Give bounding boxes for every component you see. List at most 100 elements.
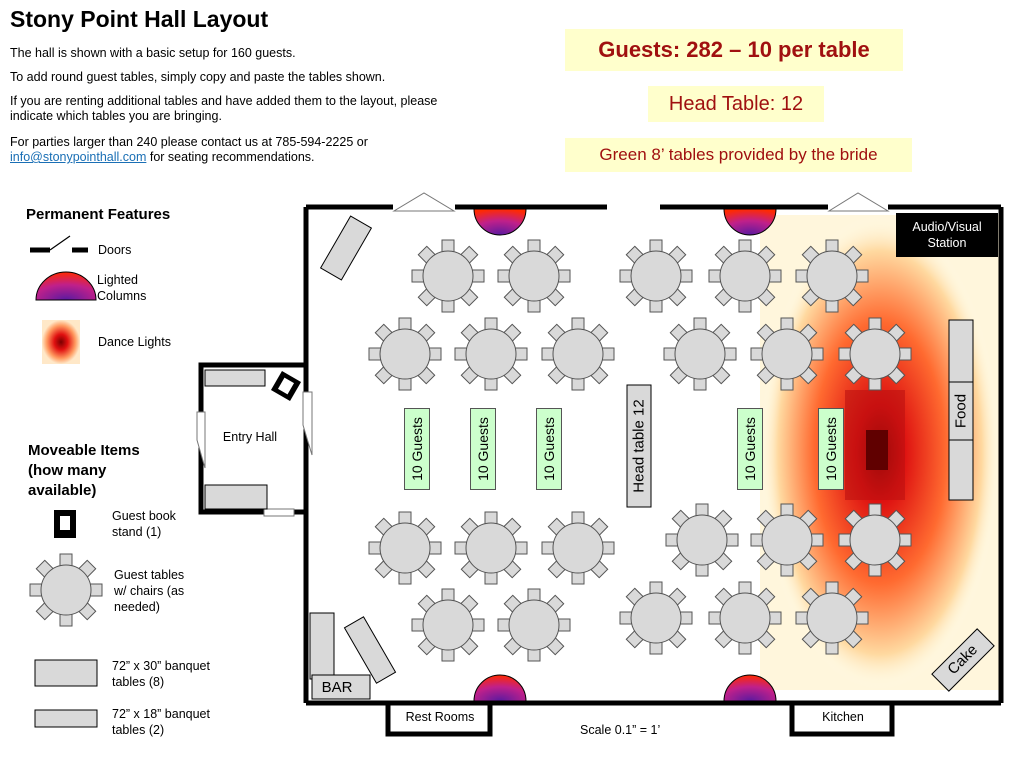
table-top bbox=[806, 592, 858, 644]
legend-banquet-30: 72” x 30” banquet tables (8) bbox=[112, 659, 210, 689]
round-table bbox=[541, 511, 615, 585]
table-top bbox=[719, 250, 771, 302]
chair bbox=[795, 611, 809, 625]
round-table bbox=[619, 239, 693, 313]
chair bbox=[868, 317, 882, 331]
green-tables-callout: Green 8’ tables provided by the bride bbox=[565, 138, 912, 172]
legend-doors: Doors bbox=[98, 243, 132, 257]
chair bbox=[825, 299, 839, 313]
av-station-box bbox=[896, 213, 998, 257]
chair bbox=[497, 269, 511, 283]
chair bbox=[868, 563, 882, 577]
legend-dance-lights: Dance Lights bbox=[98, 335, 171, 349]
table-top bbox=[719, 592, 771, 644]
legend-columns: Lighted Columns bbox=[97, 273, 147, 303]
round-table bbox=[368, 317, 442, 391]
permanent-features-heading: Permanent Features bbox=[26, 206, 171, 223]
table-top bbox=[552, 522, 604, 574]
chair bbox=[59, 613, 73, 627]
chair bbox=[693, 377, 707, 391]
chair bbox=[571, 317, 585, 331]
chair bbox=[527, 299, 541, 313]
chair bbox=[541, 541, 555, 555]
chair bbox=[780, 377, 794, 391]
lighted-columns bbox=[473, 208, 777, 702]
chair bbox=[795, 269, 809, 283]
legend-banquet-18: 72” x 18” banquet tables (2) bbox=[112, 707, 210, 737]
green-table-label: 10 Guests bbox=[475, 417, 491, 481]
chair bbox=[454, 347, 468, 361]
guest-count-callout: Guests: 282 – 10 per table bbox=[565, 29, 903, 71]
chair bbox=[514, 347, 528, 361]
scale-label: Scale 0.1” = 1’ bbox=[580, 723, 661, 737]
round-table bbox=[838, 317, 912, 391]
head-table: Head table 12 bbox=[627, 385, 651, 507]
chair bbox=[497, 618, 511, 632]
chair bbox=[571, 511, 585, 525]
intro-setup: The hall is shown with a basic setup for… bbox=[10, 46, 296, 60]
chair bbox=[679, 269, 693, 283]
chair bbox=[454, 541, 468, 555]
table-top bbox=[422, 250, 474, 302]
chair bbox=[780, 563, 794, 577]
entry-hall-label: Entry Hall bbox=[222, 430, 278, 444]
chair bbox=[514, 541, 528, 555]
chair bbox=[29, 583, 43, 597]
chair bbox=[411, 269, 425, 283]
chair bbox=[750, 347, 764, 361]
green-table-1: 10 Guests bbox=[404, 408, 430, 490]
moveable-items-heading: Moveable Items (how many available) bbox=[28, 442, 140, 499]
chair bbox=[898, 533, 912, 547]
chair bbox=[441, 648, 455, 662]
chair bbox=[484, 377, 498, 391]
chair bbox=[898, 347, 912, 361]
round-table bbox=[708, 581, 782, 655]
round-table bbox=[454, 511, 528, 585]
chair bbox=[398, 377, 412, 391]
chair bbox=[471, 269, 485, 283]
round-table bbox=[750, 317, 824, 391]
table-top bbox=[465, 328, 517, 380]
chair bbox=[557, 618, 571, 632]
green-table-label: 10 Guests bbox=[409, 417, 425, 481]
green-table-label: 10 Guests bbox=[823, 417, 839, 481]
table-top bbox=[508, 599, 560, 651]
intro-renting: If you are renting additional tables and… bbox=[10, 94, 438, 123]
chair bbox=[750, 533, 764, 547]
email-link[interactable]: info@stonypointhall.com bbox=[10, 150, 147, 164]
green-table-label: 10 Guests bbox=[742, 417, 758, 481]
chair bbox=[527, 588, 541, 602]
round-table bbox=[665, 503, 739, 577]
chair bbox=[825, 239, 839, 253]
chair bbox=[484, 571, 498, 585]
chair bbox=[571, 571, 585, 585]
rest-rooms-label: Rest Rooms bbox=[405, 710, 475, 724]
chair bbox=[649, 641, 663, 655]
green-table-4: 10 Guests bbox=[737, 408, 763, 490]
round-table bbox=[497, 239, 571, 313]
chair bbox=[679, 611, 693, 625]
av-station-label: Audio/Visual Station bbox=[912, 220, 982, 250]
page-title: Stony Point Hall Layout bbox=[10, 6, 269, 32]
chair bbox=[868, 503, 882, 517]
chair bbox=[649, 239, 663, 253]
chair bbox=[441, 588, 455, 602]
round-table bbox=[795, 581, 869, 655]
chair bbox=[855, 269, 869, 283]
chair bbox=[428, 347, 442, 361]
round-table bbox=[497, 588, 571, 662]
legend-guest-tables: Guest tables w/ chairs (as needed) bbox=[114, 568, 185, 614]
round-table bbox=[750, 503, 824, 577]
chair bbox=[441, 239, 455, 253]
chair bbox=[738, 299, 752, 313]
guest-book-stand bbox=[270, 370, 302, 402]
round-guest-tables bbox=[29, 239, 912, 662]
table-top bbox=[422, 599, 474, 651]
table-top bbox=[849, 328, 901, 380]
green-table-label: 10 Guests bbox=[541, 417, 557, 481]
table-top bbox=[761, 328, 813, 380]
chair bbox=[693, 317, 707, 331]
chair bbox=[665, 533, 679, 547]
chair bbox=[398, 571, 412, 585]
table-top bbox=[379, 522, 431, 574]
